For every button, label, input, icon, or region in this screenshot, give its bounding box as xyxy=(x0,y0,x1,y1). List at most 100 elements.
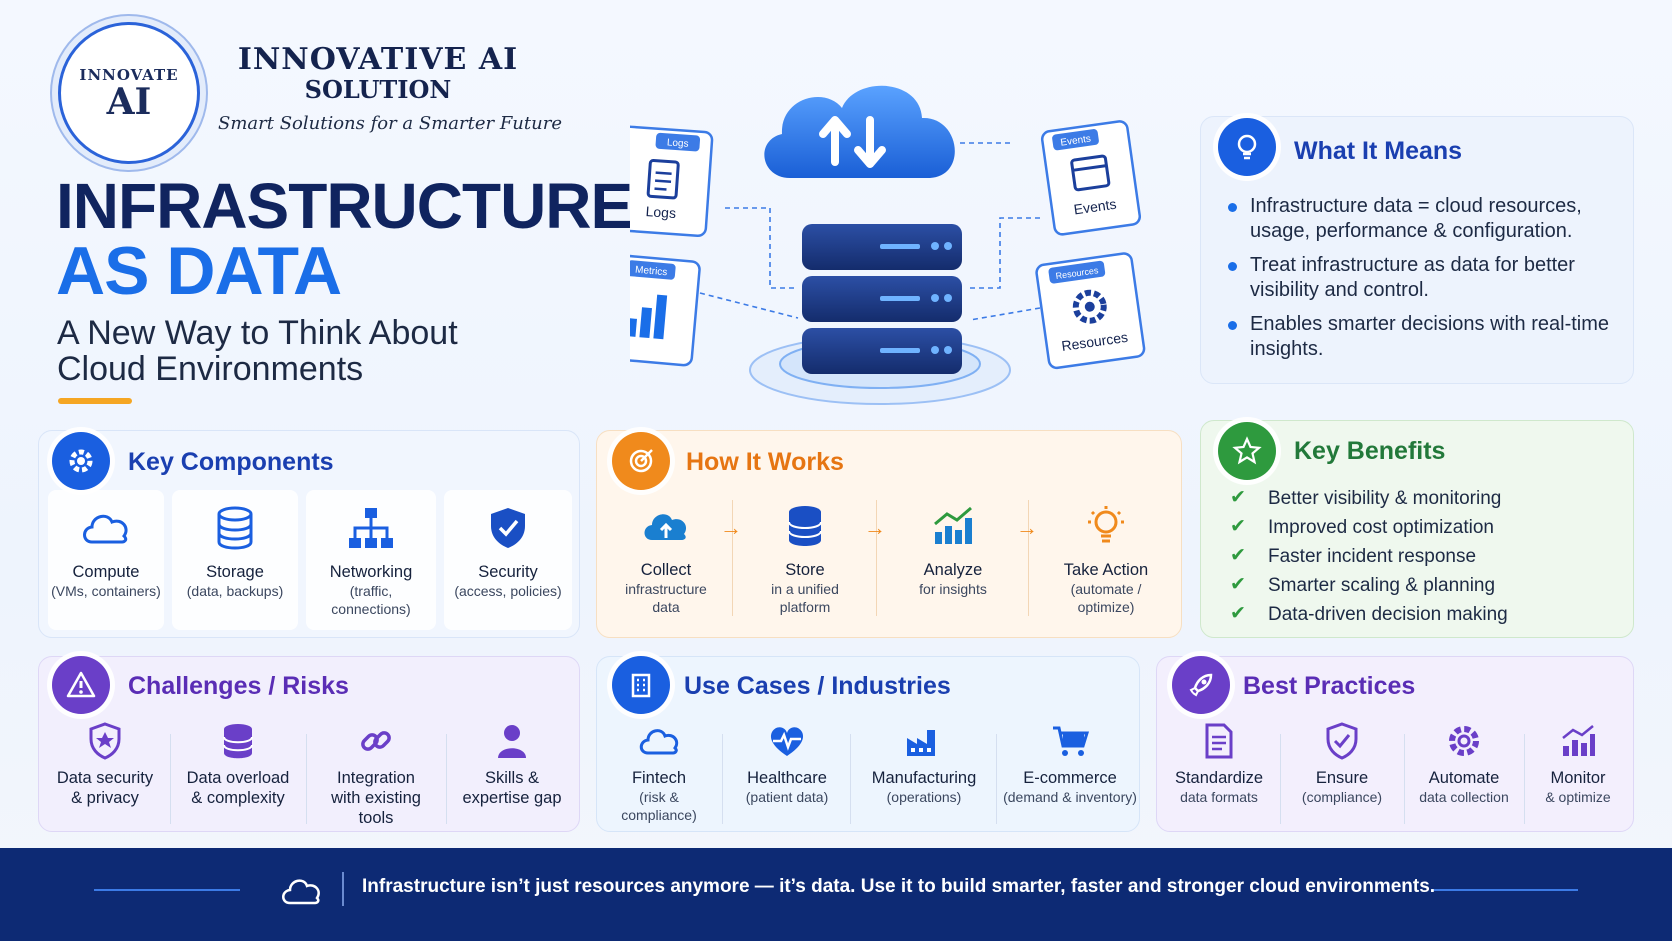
shield-icon xyxy=(88,722,122,760)
component-sub: (VMs, containers) xyxy=(51,583,161,599)
list-item: Infrastructure data = cloud resources, u… xyxy=(1228,194,1618,244)
use-case-label: Fintech xyxy=(631,769,687,787)
step-label: Store xyxy=(785,561,825,579)
step-collect: Collect infrastructure data xyxy=(606,504,726,616)
page-title-line2: AS DATA xyxy=(56,233,342,309)
database-icon xyxy=(785,504,825,548)
arrow-icon: → xyxy=(720,515,742,540)
how-it-works-title: How It Works xyxy=(686,448,844,476)
metrics-card-tab: Metrics xyxy=(635,265,668,279)
logs-card: Logs Logs xyxy=(630,125,714,237)
key-benefits-list: Better visibility & monitoring Improved … xyxy=(1230,487,1508,633)
practice-item: Automate data collection xyxy=(1406,722,1522,806)
events-card-label: Events xyxy=(1073,196,1118,218)
challenge-sub: & complexity xyxy=(191,789,285,807)
use-case-item: E-commerce (demand & inventory) xyxy=(1002,722,1138,806)
step-take-action: Take Action (automate / optimize) xyxy=(1044,504,1168,616)
building-icon xyxy=(612,656,670,714)
metrics-card: Metrics xyxy=(630,253,701,367)
use-case-label: Healthcare xyxy=(747,769,827,787)
component-label: Networking xyxy=(329,563,413,581)
practice-item: Monitor & optimize xyxy=(1526,722,1630,806)
events-card-tab: Events xyxy=(1060,134,1092,149)
resources-card: Resources Resources xyxy=(1035,252,1146,370)
list-item: Treat infrastructure as data for better … xyxy=(1228,253,1618,303)
divider xyxy=(1028,500,1029,616)
divider xyxy=(1524,734,1525,824)
divider xyxy=(722,734,723,824)
challenge-item: Data overload & complexity xyxy=(178,722,298,808)
practice-label: Monitor xyxy=(1550,769,1606,787)
challenge-item: Data security & privacy xyxy=(48,722,162,808)
use-case-label: Manufacturing xyxy=(871,769,977,787)
practice-item: Ensure (compliance) xyxy=(1284,722,1400,806)
use-case-item: Fintech (risk & compliance) xyxy=(600,722,718,824)
heartbeat-icon xyxy=(768,722,806,760)
gear-icon xyxy=(1446,722,1482,760)
list-item: Enables smarter decisions with real-time… xyxy=(1228,312,1618,362)
list-item: Smarter scaling & planning xyxy=(1230,574,1508,596)
logo-text-top: INNOVATE xyxy=(79,66,179,84)
database-icon xyxy=(215,506,255,550)
component-networking: Networking (traffic, connections) xyxy=(306,490,436,630)
use-case-item: Healthcare (patient data) xyxy=(728,722,846,806)
challenges-panel xyxy=(38,656,580,832)
gear-icon xyxy=(52,432,110,490)
brand-logo: INNOVATE AI xyxy=(58,22,200,164)
brand-name-line2: SOLUTION xyxy=(304,75,452,104)
database-icon xyxy=(221,722,255,760)
step-label: Analyze xyxy=(923,561,983,579)
step-analyze: Analyze for insights xyxy=(892,504,1014,598)
step-label: Take Action xyxy=(1063,561,1149,579)
challenge-sub: expertise gap xyxy=(462,789,562,807)
use-case-sub: (patient data) xyxy=(745,789,829,805)
chart-icon xyxy=(931,504,975,548)
practice-sub: data formats xyxy=(1180,789,1258,805)
practice-item: Standardize data formats xyxy=(1162,722,1276,806)
events-card: Events Events xyxy=(1040,120,1142,236)
list-item: Data-driven decision making xyxy=(1230,603,1508,625)
arrow-icon: → xyxy=(864,515,886,540)
list-item: Better visibility & monitoring xyxy=(1230,487,1508,509)
component-security: Security (access, policies) xyxy=(444,490,572,630)
divider xyxy=(996,734,997,824)
subtitle-line1: A New Way to Think About xyxy=(57,314,458,352)
challenge-label: Integration xyxy=(337,769,415,787)
step-sub: in a unified platform xyxy=(771,581,839,615)
lightbulb-icon xyxy=(1218,118,1276,176)
footer-banner xyxy=(0,848,1672,941)
component-label: Storage xyxy=(206,563,264,581)
divider xyxy=(1280,734,1281,824)
page-title-line1: INFRASTRUCTURE xyxy=(56,170,633,242)
challenge-item: Integration with existing tools xyxy=(312,722,440,828)
divider xyxy=(876,500,877,616)
use-case-sub: (risk & compliance) xyxy=(621,789,697,823)
what-it-means-title: What It Means xyxy=(1294,137,1463,165)
use-case-label: E-commerce xyxy=(1023,769,1117,787)
connector-lines xyxy=(699,142,1041,321)
key-components-title: Key Components xyxy=(128,448,334,476)
cloud-icon xyxy=(78,506,134,550)
brand-name-line1: INNOVATIVE AI xyxy=(237,42,519,77)
divider xyxy=(170,734,171,824)
footer-message: Infrastructure isn’t just resources anym… xyxy=(362,876,1436,897)
footer-divider xyxy=(342,872,344,906)
component-storage: Storage (data, backups) xyxy=(172,490,298,630)
divider xyxy=(732,500,733,616)
cloud-icon xyxy=(764,85,955,178)
practice-label: Standardize xyxy=(1174,769,1264,787)
step-label: Collect xyxy=(640,561,692,579)
component-label: Security xyxy=(478,563,538,581)
document-icon xyxy=(1204,722,1234,760)
footer-line-right xyxy=(1432,889,1578,891)
divider xyxy=(446,734,447,824)
key-benefits-title: Key Benefits xyxy=(1294,437,1446,465)
practice-label: Automate xyxy=(1428,769,1500,787)
lightbulb-icon xyxy=(1086,504,1126,548)
rocket-icon xyxy=(1172,656,1230,714)
divider xyxy=(306,734,307,824)
arrow-icon: → xyxy=(1016,515,1038,540)
page-subtitle: A New Way to Think About Cloud Environme… xyxy=(57,315,517,387)
cart-icon xyxy=(1051,722,1089,760)
title-accent-bar xyxy=(58,398,132,404)
